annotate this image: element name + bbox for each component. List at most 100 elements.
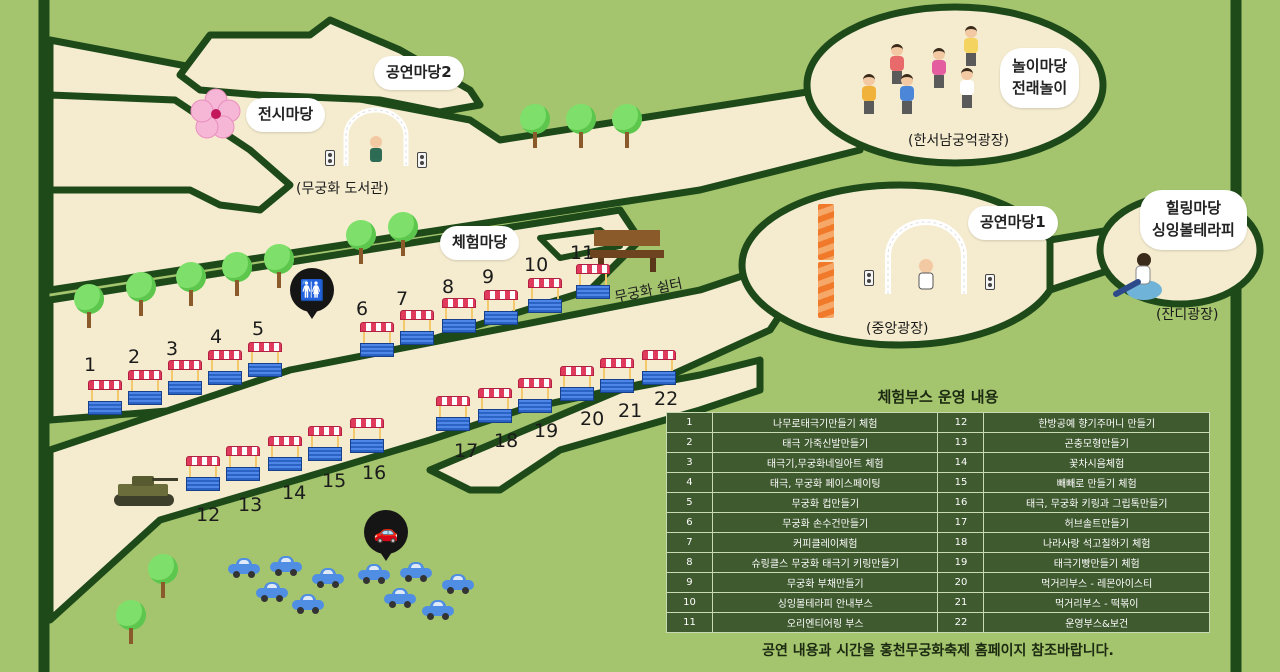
- healing-label-1: 힐링마당: [1165, 199, 1221, 217]
- child-figure: [898, 74, 916, 114]
- booth-22: [642, 350, 676, 386]
- booth-12: [186, 456, 220, 492]
- booth-1: [88, 380, 122, 416]
- booth-number: 5: [252, 318, 265, 340]
- tank-icon: [114, 476, 178, 506]
- booth-10: [528, 278, 562, 314]
- booth-name-cell: 태극, 무궁화 키링과 그립톡만들기: [983, 492, 1210, 513]
- booth-8: [442, 298, 476, 334]
- booth-number: 3: [166, 338, 179, 360]
- parked-car-icon: [384, 588, 416, 608]
- festival-flag-icon: [818, 262, 834, 318]
- booth-18: [478, 388, 512, 424]
- booth-number: 19: [534, 420, 559, 442]
- parked-car-icon: [312, 568, 344, 588]
- booth-13: [226, 446, 260, 482]
- parked-car-icon: [228, 558, 260, 578]
- booth-name-cell: 빼빼로 만들기 체험: [983, 472, 1210, 493]
- booth-number-cell: 1: [666, 412, 713, 433]
- hibiscus-flower-icon: [190, 88, 241, 139]
- booth-number: 11: [570, 242, 595, 264]
- speaker-icon: [985, 274, 995, 290]
- booth-name-cell: 싱잉볼테라피 안내부스: [711, 592, 939, 613]
- booth-number-cell: 5: [666, 492, 713, 513]
- exhibition-bubble: 전시마당: [246, 98, 326, 132]
- booth-20: [560, 366, 594, 402]
- booth-number: 22: [654, 388, 679, 410]
- tree: [520, 104, 550, 150]
- booth-name-cell: 곤충모형만들기: [983, 432, 1210, 453]
- booth-table-title: 체험부스 운영 내용: [877, 388, 999, 406]
- tree: [74, 284, 104, 330]
- booth-number-cell: 8: [666, 552, 713, 573]
- exhibition-label: 전시마당: [258, 105, 314, 123]
- tree: [222, 252, 252, 298]
- booth-number-cell: 18: [937, 532, 985, 553]
- booth-name-cell: 무궁화 부채만들기: [711, 572, 939, 593]
- hanseo-plaza-label: (한서남궁억광장): [908, 133, 1010, 149]
- booth-name-cell: 태극기,무궁화네일아트 체험: [711, 452, 939, 473]
- child-figure: [930, 48, 948, 88]
- booth-name-cell: 슈링클스 무궁화 태극기 키링만들기: [711, 552, 939, 573]
- booth-number: 15: [322, 470, 347, 492]
- booth-number: 1: [84, 354, 97, 376]
- speaker-icon: [325, 150, 335, 166]
- booth-number-cell: 3: [666, 452, 713, 473]
- booth-name-cell: 나라사랑 석고칠하기 체험: [983, 532, 1210, 553]
- booth-name-cell: 무궁화 컵만들기: [711, 492, 939, 513]
- booth-17: [436, 396, 470, 432]
- stage2-bubble: 공연마당2: [374, 56, 464, 90]
- central-plaza-label: (중앙광장): [866, 321, 929, 337]
- booth-name-cell: 허브솔트만들기: [983, 512, 1210, 533]
- booth-number-cell: 2: [666, 432, 713, 453]
- booth-number: 13: [238, 494, 263, 516]
- booth-number-cell: 20: [937, 572, 985, 593]
- parked-car-icon: [292, 594, 324, 614]
- booth-name-cell: 태극, 무궁화 페이스페이팅: [711, 472, 939, 493]
- booth-11: [576, 264, 610, 300]
- healing-bubble: 힐링마당 싱잉볼테라피: [1140, 190, 1247, 250]
- booth-name-cell: 무궁화 손수건만들기: [711, 512, 939, 533]
- booth-number-cell: 4: [666, 472, 713, 493]
- booth-6: [360, 322, 394, 358]
- parked-car-icon: [256, 582, 288, 602]
- booth-number: 4: [210, 326, 223, 348]
- tree: [346, 220, 376, 266]
- festival-flag-icon: [818, 204, 834, 260]
- stage2-label: 공연마당2: [386, 63, 452, 81]
- restroom-icon: 🚻: [290, 268, 334, 319]
- booth-name-cell: 먹거리부스 - 떡볶이: [983, 592, 1210, 613]
- stage1-bubble: 공연마당1: [968, 206, 1058, 240]
- booth-number: 21: [618, 400, 643, 422]
- parked-car-icon: [270, 556, 302, 576]
- booth-9: [484, 290, 518, 326]
- booth-name-cell: 꽃차시음체험: [983, 452, 1210, 473]
- booth-number-cell: 11: [666, 612, 713, 633]
- booth-number: 8: [442, 276, 455, 298]
- booth-number: 16: [362, 462, 387, 484]
- booth-number: 7: [396, 288, 409, 310]
- booth-number: 18: [494, 430, 519, 452]
- playground-bubble: 놀이마당 전래놀이: [1000, 48, 1080, 108]
- experience-bubble: 체험마당: [440, 226, 520, 260]
- lawn-plaza-label: (잔디광장): [1156, 307, 1219, 323]
- booth-7: [400, 310, 434, 346]
- booth-name-cell: 커피클레이체험: [711, 532, 939, 553]
- booth-2: [128, 370, 162, 406]
- tree: [176, 262, 206, 308]
- booth-number: 17: [454, 440, 479, 462]
- booth-number-cell: 22: [937, 612, 985, 633]
- booth-name-cell: 태극 가죽신발만들기: [711, 432, 939, 453]
- relaxing-person-icon: [1113, 253, 1162, 300]
- parked-car-icon: [358, 564, 390, 584]
- booth-16: [350, 418, 384, 454]
- booth-number: 20: [580, 408, 605, 430]
- car-icon: 🚗: [364, 510, 408, 561]
